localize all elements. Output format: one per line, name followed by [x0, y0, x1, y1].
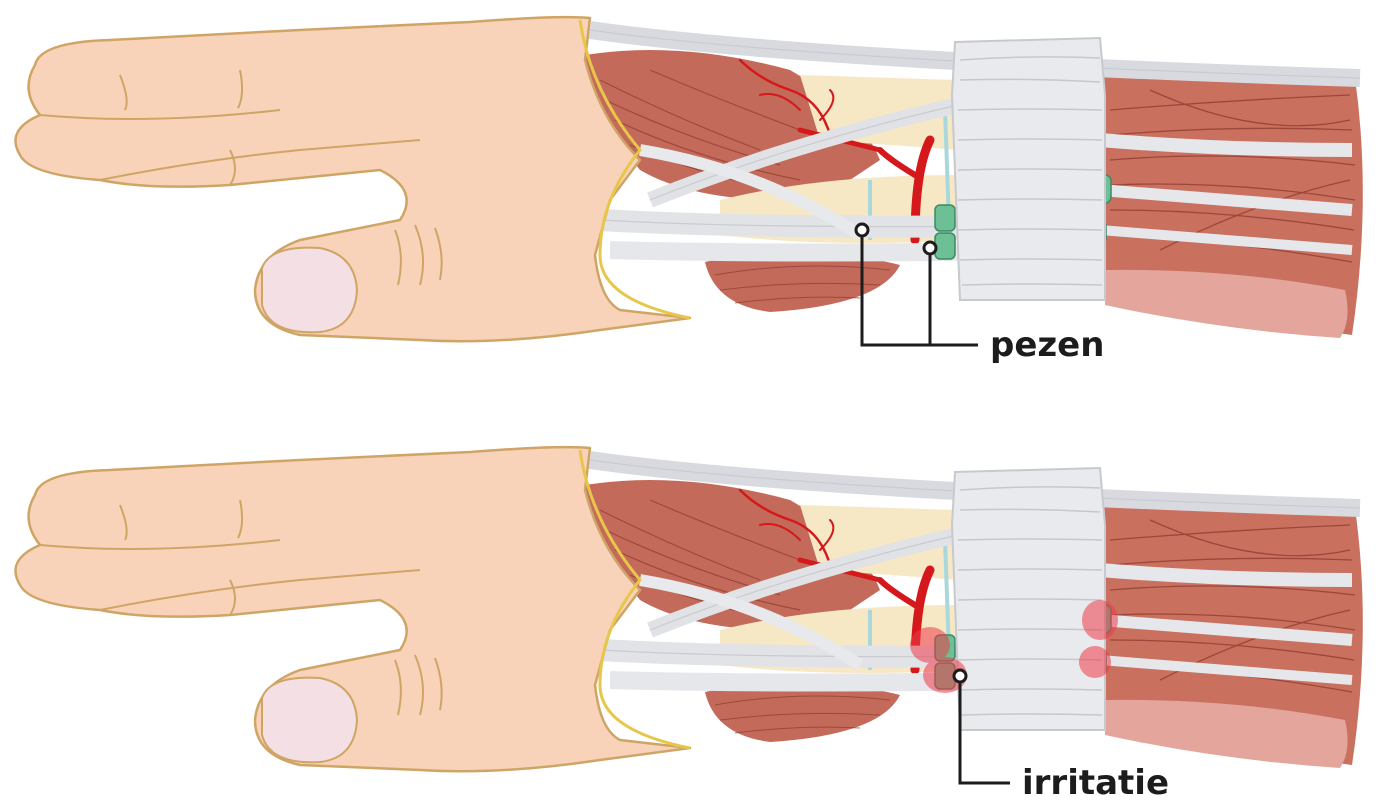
irritated-wrist-illustration — [16, 447, 1363, 771]
tendon-marker-2 — [924, 242, 936, 254]
irritation-marker — [954, 670, 966, 682]
healthy-wrist-illustration — [16, 17, 1363, 341]
irritation-label: irritatie — [1022, 766, 1169, 800]
tendon-marker-1 — [856, 224, 868, 236]
tendons-label: pezen — [990, 328, 1104, 362]
